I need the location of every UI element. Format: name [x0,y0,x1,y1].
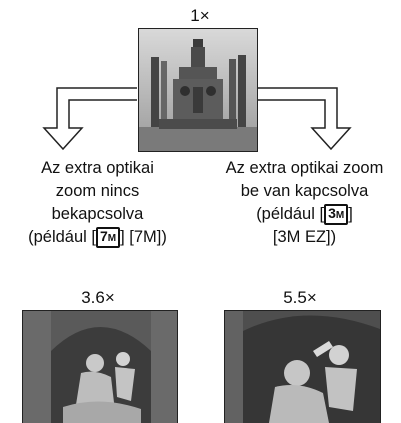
zoom-label-1x: 1× [190,6,210,25]
chip-number: 3 [328,205,336,221]
chip-letter: M [335,210,345,221]
chip-letter: M [107,233,117,244]
right-caption: Az extra optikai zoom be van kapcsolva (… [208,157,401,249]
left-caption-line-1: Az extra optikai [41,159,154,177]
left-caption-line-2: zoom nincs [55,182,140,200]
right-caption-line-1: Az extra optikai zoom [225,159,384,177]
right-caption-prefix: (például [ [256,205,325,223]
zoom-label-3-6x: 3.6× [81,288,115,307]
right-caption-suffix: ] [348,205,353,223]
resolution-3m-icon: 3M [324,204,349,225]
statue-photo-5-5x [224,310,381,423]
right-caption-line-4: [3M EZ]) [272,228,337,246]
left-caption-line-4: (például [7M] [7M]) [0,226,195,249]
left-caption-line-3: bekapcsolva [51,205,144,223]
right-arrow-icon [257,87,352,151]
right-caption-line-2: be van kapcsolva [240,182,369,200]
zoom-label-5-5x: 5.5× [283,288,317,307]
statue-photo-3-6x [22,310,178,423]
left-caption-prefix: (például [ [28,228,96,246]
right-caption-line-3: (például [3M] [208,203,401,226]
resolution-7m-icon: 7M [95,227,121,248]
fountain-photo-wide [138,28,258,152]
left-caption: Az extra optikai zoom nincs bekapcsolva … [0,157,195,249]
left-arrow-icon [42,87,137,151]
chip-number: 7 [99,228,108,244]
left-caption-suffix: ] [7M]) [120,228,167,246]
